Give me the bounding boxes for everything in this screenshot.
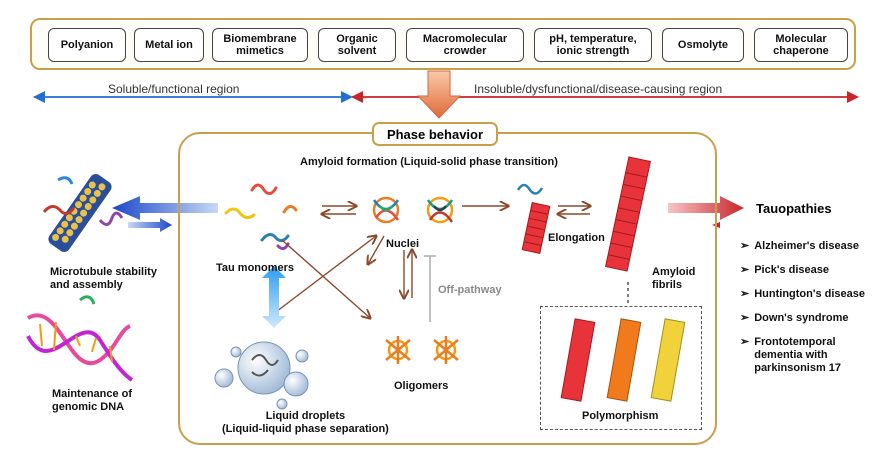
liquid-droplets-icon: [214, 341, 309, 410]
factor-osmolyte: Osmolyte: [662, 28, 744, 62]
soluble-region-label: Soluble/functional region: [108, 82, 240, 96]
red-right-arrow: [668, 196, 744, 220]
disease-item: ➢Down's syndrome: [740, 312, 849, 324]
blue-left-arrow: [112, 196, 218, 220]
insoluble-region-label: Insoluble/dysfunctional/disease-causing …: [474, 82, 723, 96]
factor-biomembrane-mimetics: Biomembrane mimetics: [212, 28, 308, 62]
llps-arrow: [262, 266, 286, 328]
disease-item: ➢Frontotemporal dementia with parkinsoni…: [740, 336, 842, 374]
oligomers-label: Oligomers: [394, 380, 449, 392]
factor-organic-solvent: Organic solvent: [318, 28, 396, 62]
polymorphism-box: [540, 306, 702, 430]
polymorphism-label: Polymorphism: [582, 410, 659, 422]
disease-item: ➢Pick's disease: [740, 264, 830, 276]
down-arrow: [416, 70, 462, 119]
microtubule-icon: [48, 174, 112, 252]
factor-macromolecular-crowder: Macromolecular crowder: [406, 28, 524, 62]
genomic-dna-function-label: Maintenance of genomic DNA: [52, 388, 133, 413]
disease-item: ➢Huntington's disease: [740, 288, 866, 300]
polymorphism-fibrils-icon: [560, 318, 686, 402]
nuclei-icon: [372, 196, 454, 224]
tauopathies-title: Tauopathies: [756, 201, 832, 216]
nuclei-label: Nuclei: [386, 238, 420, 250]
tauopathies-list: ➢Alzheimer's disease ➢Pick's disease ➢Hu…: [740, 240, 880, 375]
amyloid-fibrils-label: Amyloid fibrils: [652, 266, 696, 291]
factor-polyanion: Polyanion: [48, 28, 126, 62]
elongation-label: Elongation: [548, 232, 605, 244]
dna-icon: [26, 295, 134, 382]
phase-behavior-title: Phase behavior: [372, 122, 498, 146]
tau-monomers-label: Tau monomers: [216, 262, 295, 274]
off-pathway-label: Off-pathway: [438, 284, 502, 296]
factor-metal-ion: Metal ion: [134, 28, 204, 62]
oligomers-icon: [385, 336, 459, 364]
factor-molecular-chaperone: Molecular chaperone: [754, 28, 848, 62]
microtubule-function-label: Microtubule stability and assembly: [50, 266, 157, 291]
factor-ph-temperature: pH, temperature, ionic strength: [534, 28, 652, 62]
short-fibril-icon: [521, 202, 551, 254]
liquid-droplets-label: Liquid droplets (Liquid-liquid phase sep…: [222, 410, 389, 435]
amyloid-formation-label: Amyloid formation (Liquid-solid phase tr…: [300, 156, 558, 168]
amyloid-fibril-icon: [605, 156, 651, 272]
disease-item: ➢Alzheimer's disease: [740, 240, 859, 252]
